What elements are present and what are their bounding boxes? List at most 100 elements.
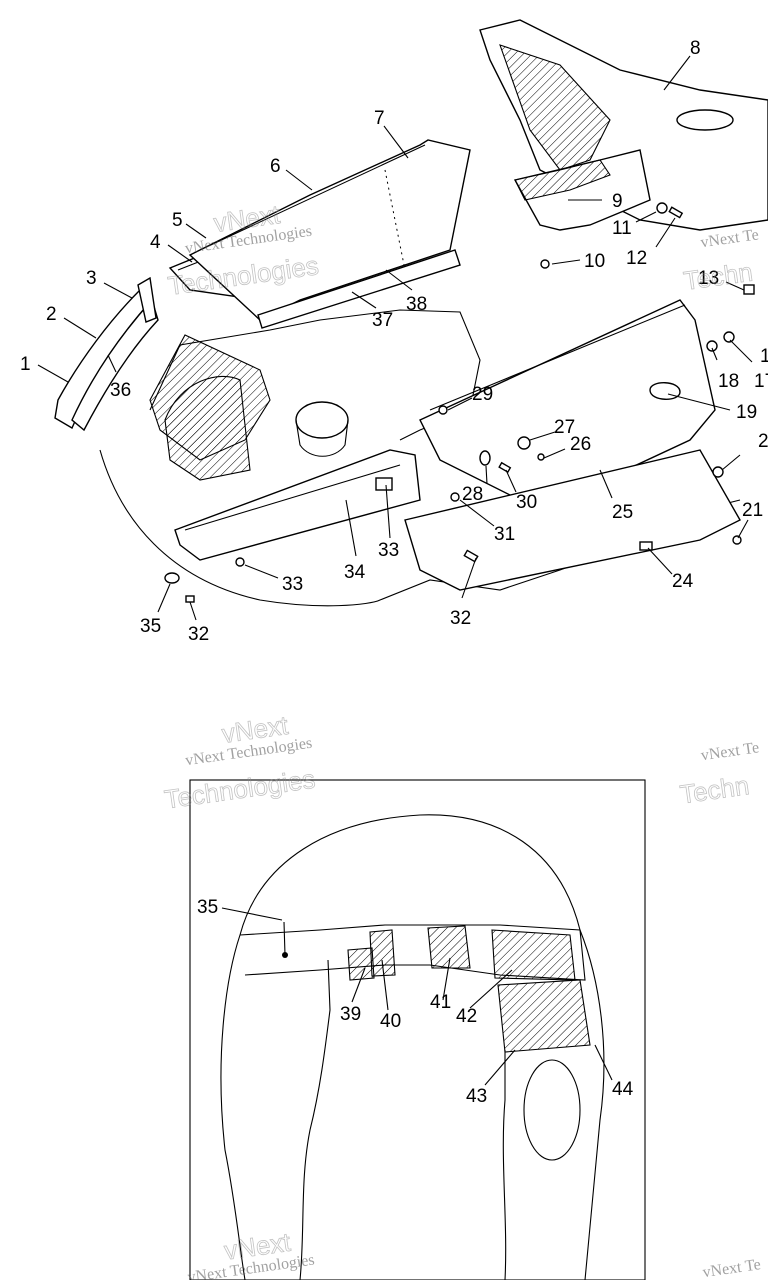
callout-38: 38 (406, 294, 427, 315)
part-12-bolt (668, 206, 684, 219)
part-25-side-panel (419, 299, 716, 511)
callout-40: 40 (380, 1011, 401, 1032)
callout-9: 9 (612, 191, 623, 212)
part-39-block (347, 947, 375, 981)
inset-frame (189, 779, 646, 1280)
callout-33b: 33 (282, 574, 303, 595)
part-28-washer (479, 450, 491, 466)
callout-16: 1 (760, 346, 768, 367)
callout-33a: 33 (378, 540, 399, 561)
callout-29: 29 (472, 384, 493, 405)
callout-7: 7 (374, 108, 385, 129)
cup-holder (295, 401, 349, 439)
part-1-front-strip (54, 283, 153, 430)
part-34-edge (184, 464, 401, 531)
inset-right-arm (502, 929, 605, 1280)
leader-lines (37, 55, 753, 621)
callout-32a: 32 (450, 608, 471, 629)
part-27-grommet (517, 436, 531, 450)
watermark-text-partial: vNext Te (702, 1256, 762, 1280)
callout-3: 3 (86, 268, 97, 289)
callout-44: 44 (612, 1079, 634, 1100)
upper-exploded-view: 1 2 3 4 5 6 7 8 9 10 11 12 13 1 18 17 19… (20, 19, 768, 645)
callout-21: 21 (742, 500, 763, 521)
watermark-technologies: Technologies (163, 764, 317, 815)
callout-17: 17 (754, 371, 768, 392)
part-8-seat-grooves (499, 44, 611, 171)
callout-35b: 35 (197, 897, 218, 918)
part-43-block (497, 979, 591, 1053)
callout-12: 12 (626, 248, 647, 269)
part-18-washer (706, 340, 718, 352)
part-19-hole (649, 382, 681, 400)
part-32-bolt-b (185, 595, 195, 603)
part-10-screw (540, 259, 550, 269)
part-33-emblem (375, 477, 393, 491)
callout-25: 25 (612, 502, 633, 523)
part-42-block (491, 929, 576, 981)
callout-43: 43 (466, 1086, 487, 1107)
callout-24: 24 (672, 571, 694, 592)
callout-1: 1 (20, 354, 31, 375)
callout-36: 36 (110, 380, 131, 401)
watermark-text-partial: vNext Te (699, 226, 759, 251)
watermark-mid-left: vNext vNext Technologies Technologies (162, 709, 317, 815)
watermark-bottom-right: vNext Te (702, 1256, 762, 1280)
callout-8: 8 (690, 38, 701, 59)
part-7-fold-line (384, 169, 406, 271)
inset-leader-lines (221, 907, 613, 1086)
callout-5: 5 (172, 210, 183, 231)
callout-30: 30 (516, 492, 537, 513)
part-17-nut (723, 331, 735, 343)
part-41-block (427, 925, 471, 969)
inset-right-oval (523, 1059, 581, 1161)
callout-39: 39 (340, 1004, 361, 1025)
part-26-pin (537, 453, 545, 461)
part-24-latch (639, 541, 653, 551)
callout-41: 41 (430, 992, 451, 1013)
part-25-top-edge (429, 304, 686, 411)
part-6-trim-line (199, 144, 426, 251)
callout-2: 2 (46, 304, 57, 325)
part-20-nut (712, 466, 724, 478)
callout-11: 11 (612, 218, 632, 239)
callout-42: 42 (456, 1006, 477, 1027)
watermark-bottom-left: vNext vNext Technologies (187, 1226, 316, 1280)
part-9-bin-rim (514, 159, 611, 201)
callout-27: 27 (554, 417, 575, 438)
part-8-seat-hole (676, 109, 734, 131)
callout-20: 2 (758, 431, 768, 452)
callout-37: 37 (372, 310, 393, 331)
callout-10: 10 (584, 251, 605, 272)
callout-26: 26 (570, 434, 591, 455)
callout-19: 19 (736, 402, 757, 423)
part-11-washer (656, 202, 668, 214)
engine-radiator (164, 375, 251, 481)
part-31-fastener (450, 492, 460, 502)
callout-6: 6 (270, 156, 281, 177)
part-35-plug (164, 572, 180, 584)
callout-32b: 32 (188, 624, 209, 645)
callout-34: 34 (344, 562, 366, 583)
watermark-text-partial: vNext Te (700, 739, 760, 764)
watermark-top-right: vNext Te Techn (681, 226, 760, 296)
inset-dome-outline (239, 814, 581, 936)
part-33-grommet (235, 557, 245, 567)
callout-35a: 35 (140, 616, 161, 637)
part-24-lower-rail (404, 449, 741, 591)
part-38-lower-strip (257, 249, 461, 329)
part-40-block (369, 929, 396, 977)
part-29-nut (438, 405, 448, 415)
callout-31: 31 (494, 524, 515, 545)
callout-18: 18 (718, 371, 739, 392)
body-outline (99, 449, 741, 607)
part-9-storage-bin (513, 149, 651, 231)
callout-13: 13 (698, 268, 719, 289)
part-3-bracket (137, 276, 157, 323)
part-21-washer (732, 535, 742, 545)
part-30-screw (498, 461, 512, 474)
lower-inset-view: 35 39 40 41 42 43 44 (189, 779, 646, 1280)
watermark-technologies-partial: Techn (678, 770, 751, 809)
callout-28: 28 (462, 484, 483, 505)
